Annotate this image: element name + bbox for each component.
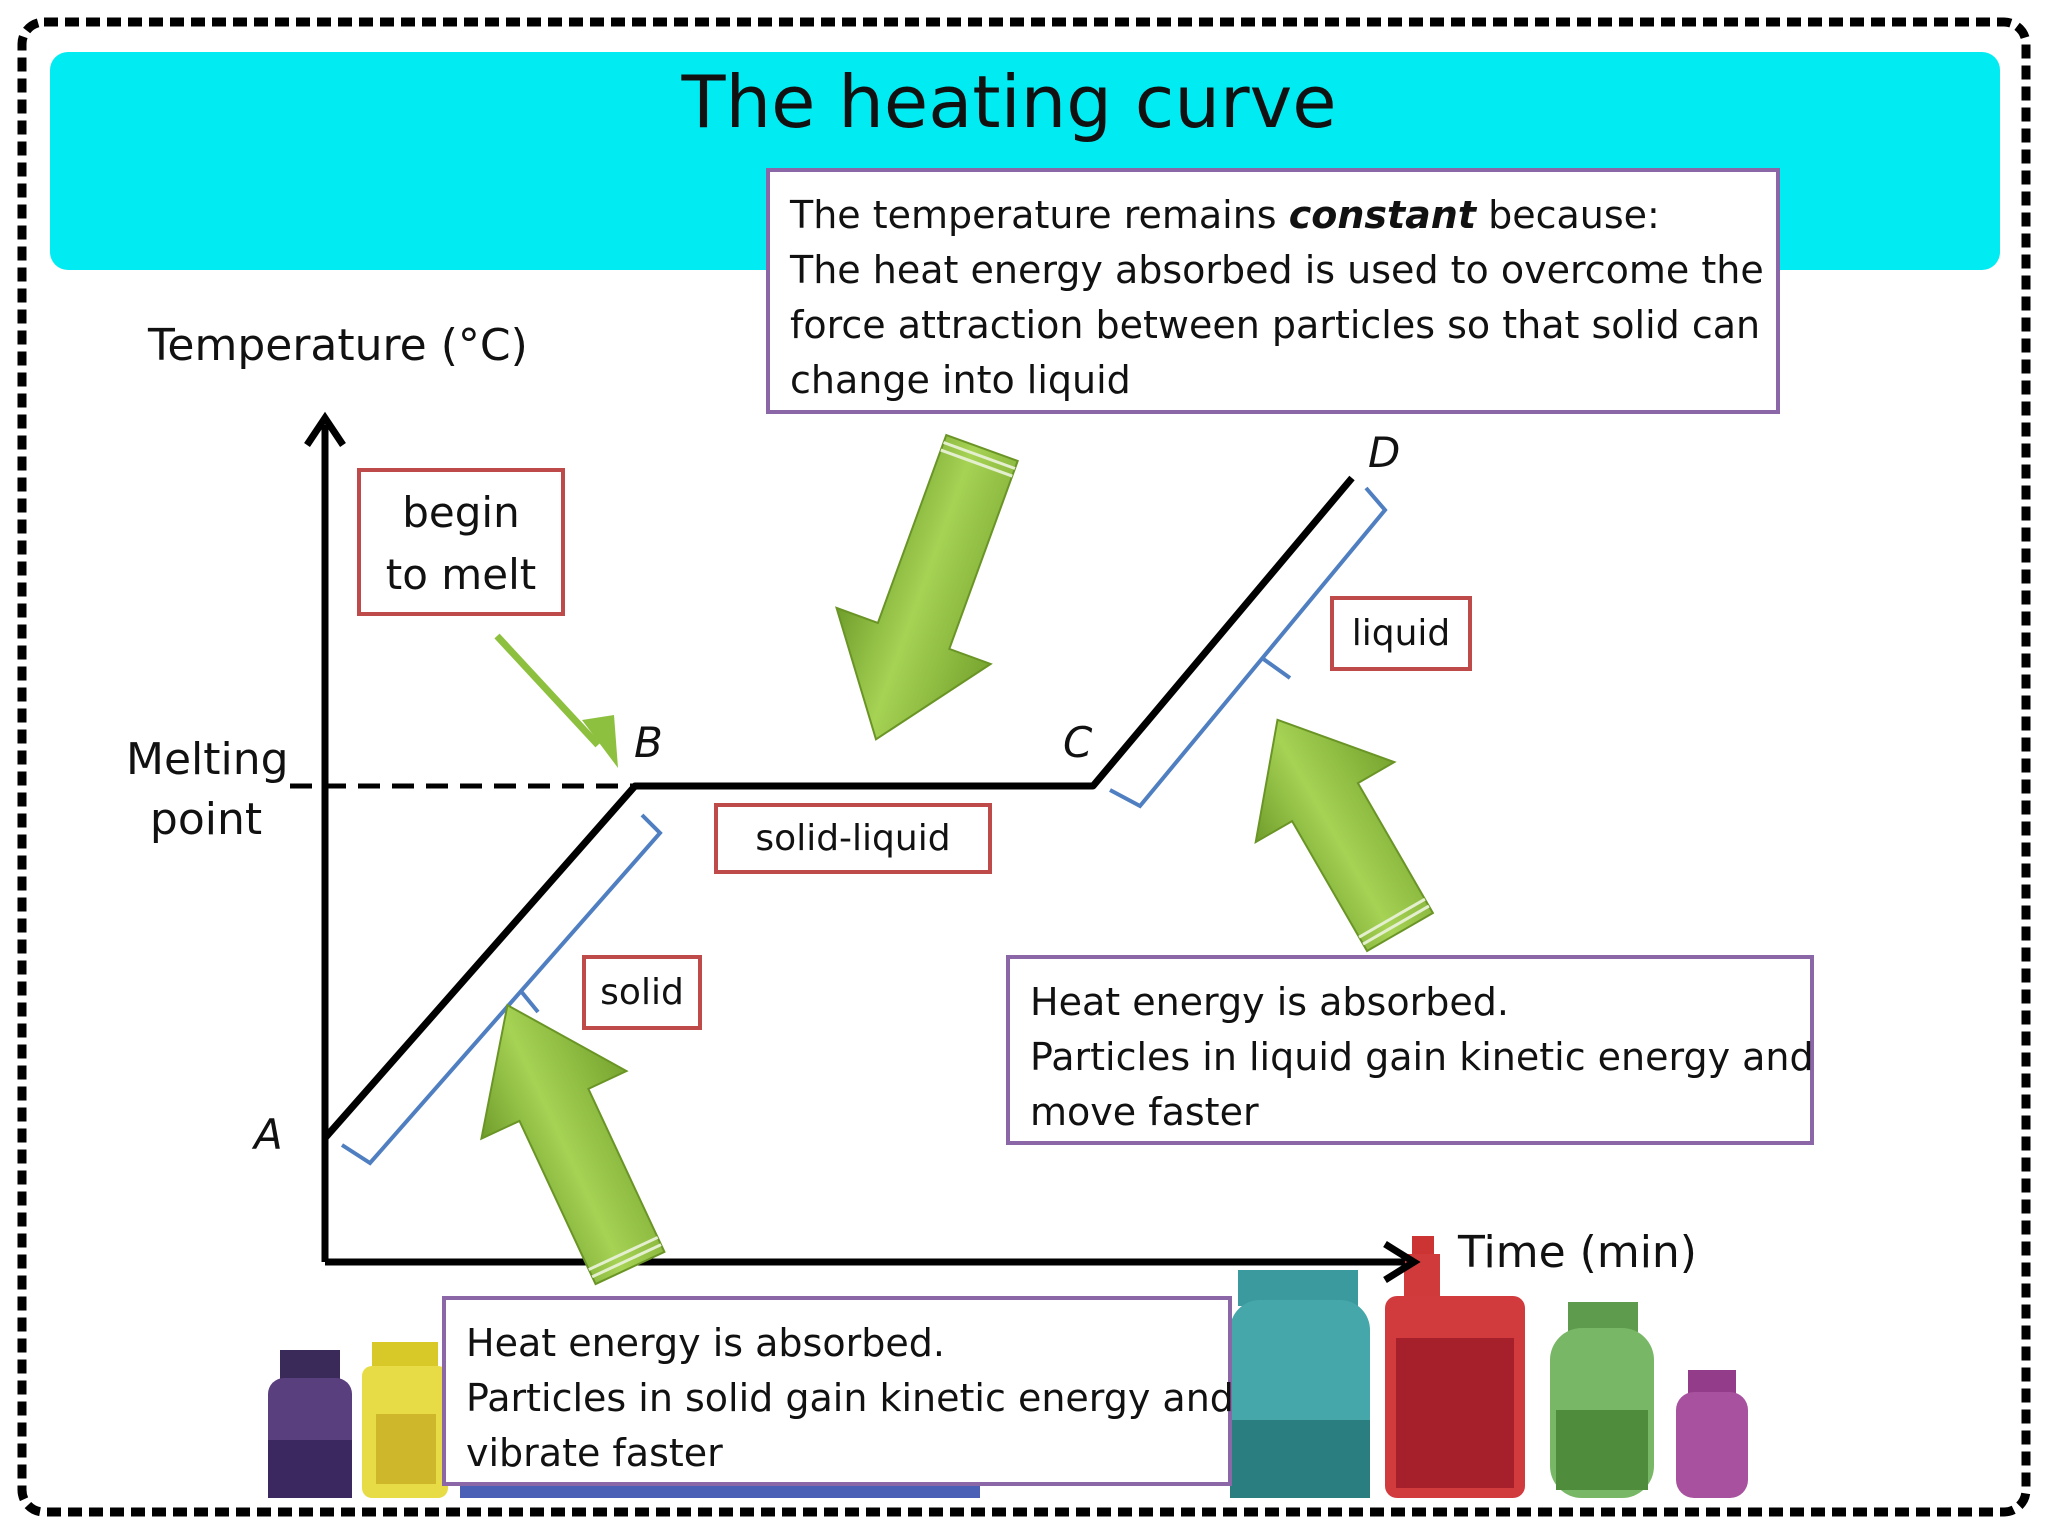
point-d-label: D [1368, 428, 1401, 477]
point-c-label: C [1063, 718, 1093, 767]
melting-label-line1: Melting [126, 734, 289, 785]
begin-line2: to melt [385, 550, 537, 599]
constant-note-line1: The temperature remains constant because… [790, 193, 1660, 237]
melting-label-line2: point [149, 794, 263, 845]
x-axis-label: Time (min) [1458, 1227, 1697, 1278]
liquid-note-line3: move faster [1030, 1090, 1259, 1134]
point-a-label: A [254, 1110, 283, 1159]
solid-heat-note: Heat energy is absorbed. Particles in so… [442, 1296, 1234, 1486]
constant-note-line2: The heat energy absorbed is used to over… [790, 248, 1764, 292]
begin-line1: begin [402, 488, 520, 537]
solid-liquid-label: solid-liquid [714, 803, 992, 874]
slide-title: The heating curve [681, 60, 1337, 144]
solid-note-line1: Heat energy is absorbed. [466, 1321, 945, 1365]
begin-melt-arrow [494, 633, 618, 768]
point-b-label: B [634, 718, 663, 767]
solid-heat-arrow [480, 1003, 666, 1286]
constant-temperature-note: The temperature remains constant because… [766, 168, 1780, 414]
solid-note-line2: Particles in solid gain kinetic energy a… [466, 1376, 1234, 1420]
liquid-note-line1: Heat energy is absorbed. [1030, 980, 1509, 1024]
solid-bracket-tick [518, 988, 540, 1014]
solid-note-line3: vibrate faster [466, 1431, 723, 1475]
constant-note-line4: change into liquid [790, 358, 1131, 402]
liquid-bracket-tick [1260, 656, 1292, 680]
axes [304, 411, 1421, 1283]
liquid-note-line2: Particles in liquid gain kinetic energy … [1030, 1035, 1814, 1079]
liquid-label: liquid [1330, 596, 1472, 671]
solid-label: solid [582, 955, 702, 1030]
heating-curve [322, 475, 1355, 1141]
liquid-heat-arrow [1254, 718, 1435, 953]
constant-note-line3: force attraction between particles so th… [790, 303, 1761, 347]
y-axis-label: Temperature (°C) [148, 320, 528, 371]
liquid-heat-note: Heat energy is absorbed. Particles in li… [1006, 955, 1814, 1145]
melting-point-label: Melting point [126, 730, 289, 850]
constant-temp-arrow [835, 433, 1019, 741]
solid-bracket [340, 813, 663, 1166]
begin-to-melt-label: begin to melt [357, 468, 565, 616]
